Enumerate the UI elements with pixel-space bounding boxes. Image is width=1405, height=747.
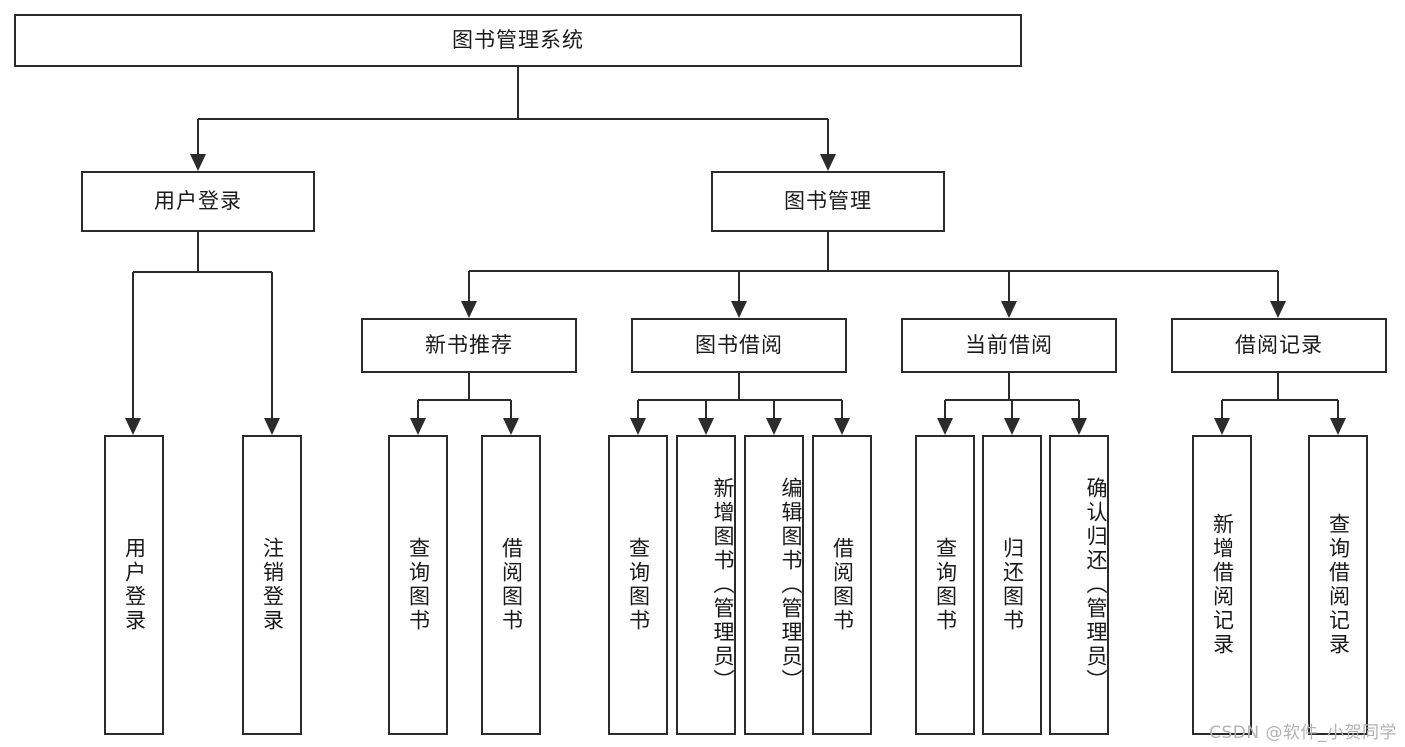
arrowhead-icon	[1330, 418, 1346, 435]
node-label: 查询借阅记录	[1326, 513, 1351, 657]
arrowhead-icon	[190, 154, 206, 171]
node-label: 借阅图书	[499, 537, 524, 633]
node-leaf-borrow-book-rec[interactable]: 借阅图书	[481, 435, 541, 735]
node-label: 新书推荐	[425, 332, 513, 357]
node-leaf-edit-book-admin[interactable]: 编辑图书（管理员）	[744, 435, 804, 735]
node-leaf-logout-login[interactable]: 注销登录	[242, 435, 302, 735]
node-leaf-query-book-rec[interactable]: 查询图书	[388, 435, 448, 735]
arrowhead-icon	[1004, 418, 1020, 435]
node-label: 图书借阅	[695, 332, 783, 357]
node-user-login[interactable]: 用户登录	[81, 171, 315, 232]
node-label: 当前借阅	[965, 332, 1053, 357]
arrowhead-icon	[1071, 418, 1087, 435]
arrowhead-icon	[1270, 301, 1286, 318]
node-leaf-borrow-book[interactable]: 借阅图书	[812, 435, 872, 735]
node-label: 图书管理系统	[452, 27, 584, 52]
node-current-borrow[interactable]: 当前借阅	[901, 318, 1117, 373]
node-leaf-user-login[interactable]: 用户登录	[104, 435, 164, 735]
arrowhead-icon	[937, 418, 953, 435]
node-label: 新增借阅记录	[1210, 513, 1235, 657]
arrowhead-icon	[834, 418, 850, 435]
node-leaf-add-borrow-record[interactable]: 新增借阅记录	[1192, 435, 1252, 735]
node-leaf-query-borrow-record[interactable]: 查询借阅记录	[1308, 435, 1368, 735]
node-label: 新增图书（管理员）	[711, 477, 735, 693]
watermark-label: CSDN @软件_小贺同学	[1209, 723, 1397, 743]
arrowhead-icon	[410, 418, 426, 435]
node-label: 用户登录	[122, 537, 147, 633]
node-new-book-recommend[interactable]: 新书推荐	[361, 318, 577, 373]
node-borrow-record[interactable]: 借阅记录	[1171, 318, 1387, 373]
node-label: 用户登录	[154, 188, 242, 213]
node-root[interactable]: 图书管理系统	[14, 14, 1022, 67]
arrowhead-icon	[820, 154, 836, 171]
node-label: 查询图书	[406, 537, 431, 633]
arrowhead-icon	[461, 301, 477, 318]
arrowhead-icon	[125, 418, 141, 435]
node-leaf-query-book-borrow[interactable]: 查询图书	[608, 435, 668, 735]
node-label: 查询图书	[626, 537, 651, 633]
node-leaf-add-book-admin[interactable]: 新增图书（管理员）	[676, 435, 736, 735]
node-label: 注销登录	[260, 537, 285, 633]
node-book-borrow[interactable]: 图书借阅	[631, 318, 847, 373]
node-label: 归还图书	[1000, 537, 1025, 633]
arrowhead-icon	[1001, 301, 1017, 318]
arrowhead-icon	[1214, 418, 1230, 435]
arrowhead-icon	[630, 418, 646, 435]
arrowhead-icon	[503, 418, 519, 435]
node-leaf-return-book[interactable]: 归还图书	[982, 435, 1042, 735]
arrowhead-icon	[731, 301, 747, 318]
node-label: 图书管理	[784, 188, 872, 213]
arrowhead-icon	[766, 418, 782, 435]
node-label: 编辑图书（管理员）	[779, 477, 803, 693]
node-label: 查询图书	[933, 537, 958, 633]
node-label: 借阅记录	[1235, 332, 1323, 357]
node-label: 确认归还（管理员）	[1084, 477, 1108, 693]
node-leaf-confirm-return-admin[interactable]: 确认归还（管理员）	[1049, 435, 1109, 735]
node-book-manage[interactable]: 图书管理	[711, 171, 945, 232]
arrowhead-icon	[698, 418, 714, 435]
node-label: 借阅图书	[830, 537, 855, 633]
arrowhead-icon	[264, 418, 280, 435]
node-leaf-query-book-current[interactable]: 查询图书	[915, 435, 975, 735]
